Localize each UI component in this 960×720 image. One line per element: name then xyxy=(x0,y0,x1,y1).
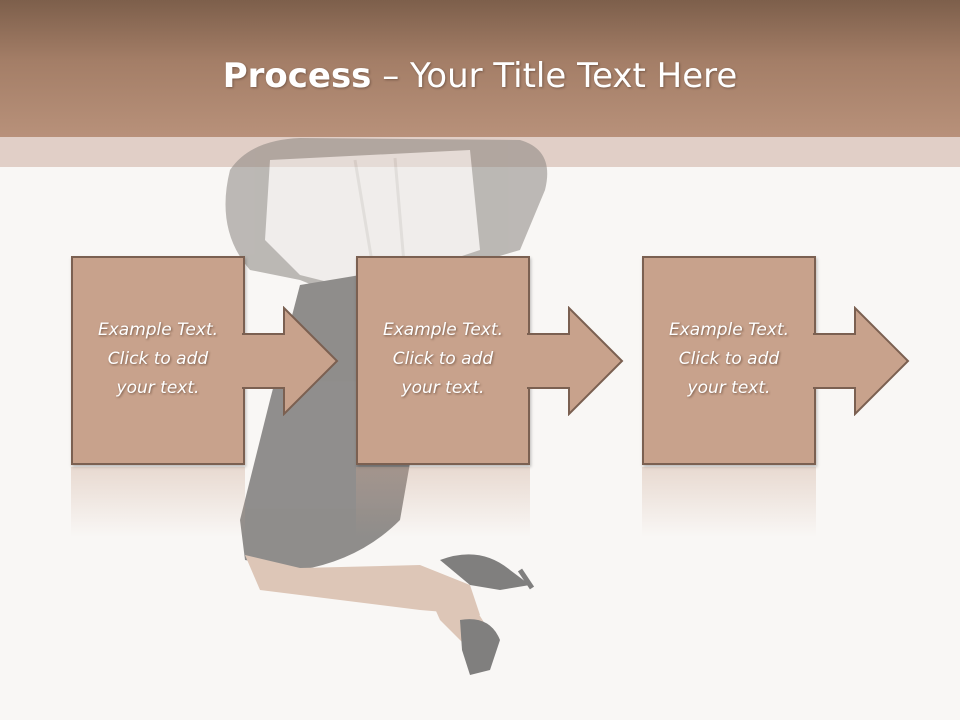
slide-title[interactable]: Process – Your Title Text Here xyxy=(0,54,960,98)
process-step-3[interactable]: Example Text. Click to add your text. xyxy=(642,256,816,465)
process-step-2[interactable]: Example Text. Click to add your text. xyxy=(356,256,530,465)
arrow-right-icon xyxy=(527,306,624,416)
step-3-text: Example Text. Click to add your text. xyxy=(668,320,790,398)
title-bold: Process xyxy=(222,56,372,96)
arrow-right-icon xyxy=(242,306,339,416)
title-rest: – Your Title Text Here xyxy=(371,56,738,96)
step-1-reflection xyxy=(71,467,245,537)
step-2-text: Example Text. Click to add your text. xyxy=(382,320,504,398)
arrow-right-icon xyxy=(813,306,910,416)
process-step-1[interactable]: Example Text. Click to add your text. xyxy=(71,256,245,465)
title-bar xyxy=(0,0,960,137)
step-1-text: Example Text. Click to add your text. xyxy=(97,320,219,398)
step-3-reflection xyxy=(642,467,816,537)
step-2-reflection xyxy=(356,467,530,537)
